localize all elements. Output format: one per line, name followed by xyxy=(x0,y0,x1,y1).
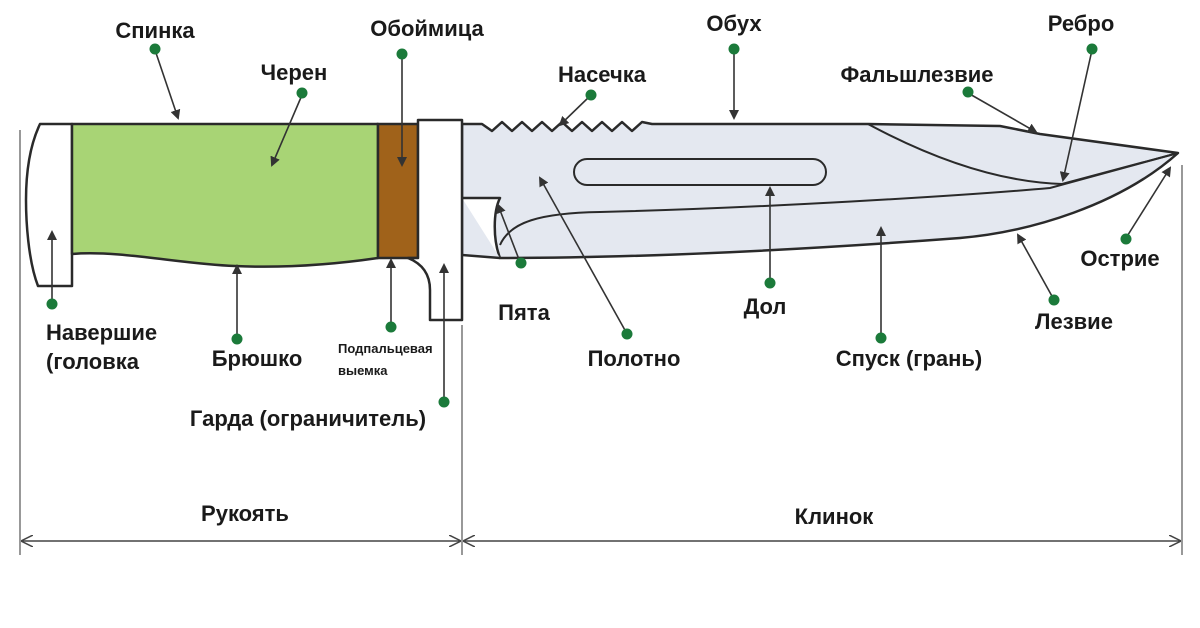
dot-spusk xyxy=(875,332,887,344)
dot-ostrie xyxy=(1120,233,1132,245)
handle xyxy=(24,118,464,322)
dot-polotno xyxy=(621,328,633,340)
dot-dol xyxy=(764,277,776,289)
label-dol: Дол xyxy=(744,294,787,319)
arrow-nasechka xyxy=(558,95,591,127)
label-spusk: Спуск (грань) xyxy=(836,346,983,371)
bolster xyxy=(376,122,420,260)
dot-bryushko xyxy=(231,333,243,345)
arrow-rebro xyxy=(1059,49,1093,182)
label-ostrie: Острие xyxy=(1080,246,1159,271)
dot-rebro xyxy=(1086,43,1098,55)
arrow-falshlezvie xyxy=(967,92,1038,133)
dimension-lines xyxy=(19,130,1183,555)
label-nasechka: Насечка xyxy=(558,62,647,87)
arrow-pyata xyxy=(496,203,521,263)
label-garda: Гарда (ограничитель) xyxy=(190,406,426,431)
false-edge-line xyxy=(867,123,1179,186)
blade xyxy=(460,120,1180,260)
label-oboymitsa: Обоймица xyxy=(370,16,484,41)
label-rebro: Ребро xyxy=(1048,11,1115,36)
label-naversh-line1: Навершие xyxy=(46,320,157,345)
dot-nasechka xyxy=(585,89,597,101)
label-lezvie: Лезвие xyxy=(1035,309,1113,334)
grind-line xyxy=(499,152,1179,246)
label-bryushko: Брюшко xyxy=(212,346,303,371)
label-obukh: Обух xyxy=(706,11,762,36)
dot-garda xyxy=(438,396,450,408)
label-naversh-line2: (головка xyxy=(46,349,140,374)
label-podpalts-line2: выемка xyxy=(338,363,388,378)
dot-podpalts xyxy=(385,321,397,333)
label-klinok: Клинок xyxy=(795,504,875,529)
dot-obukh xyxy=(728,43,740,55)
dot-spinka xyxy=(149,43,161,55)
label-falshlezvie: Фальшлезвие xyxy=(841,62,994,87)
pommel xyxy=(24,122,74,288)
label-cheren: Черен xyxy=(261,60,328,85)
arrow-spinka xyxy=(154,49,181,120)
fuller xyxy=(573,158,827,186)
label-rukoyat: Рукоять xyxy=(201,501,289,526)
grip xyxy=(70,122,380,268)
label-dots xyxy=(46,43,1132,408)
arrow-lezvie xyxy=(1017,233,1054,299)
dot-naversh xyxy=(46,298,58,310)
label-pyata: Пята xyxy=(498,300,550,325)
dot-cheren xyxy=(296,87,308,99)
label-polotno: Полотно xyxy=(588,346,681,371)
dot-pyata xyxy=(515,257,527,269)
blade-body xyxy=(460,120,1180,260)
labels: Спинка Черен Обоймица Насечка Обух Фальш… xyxy=(46,11,1160,529)
arrow-polotno xyxy=(539,176,627,333)
arrow-ostrie xyxy=(1125,166,1172,239)
dot-oboymitsa xyxy=(396,48,408,60)
dot-falshlezvie xyxy=(962,86,974,98)
label-spinka: Спинка xyxy=(115,18,195,43)
arrow-cheren xyxy=(270,94,303,167)
label-podpalts-line1: Подпальцевая xyxy=(338,341,433,356)
dot-lezvie xyxy=(1048,294,1060,306)
pointer-arrows xyxy=(47,49,1172,400)
